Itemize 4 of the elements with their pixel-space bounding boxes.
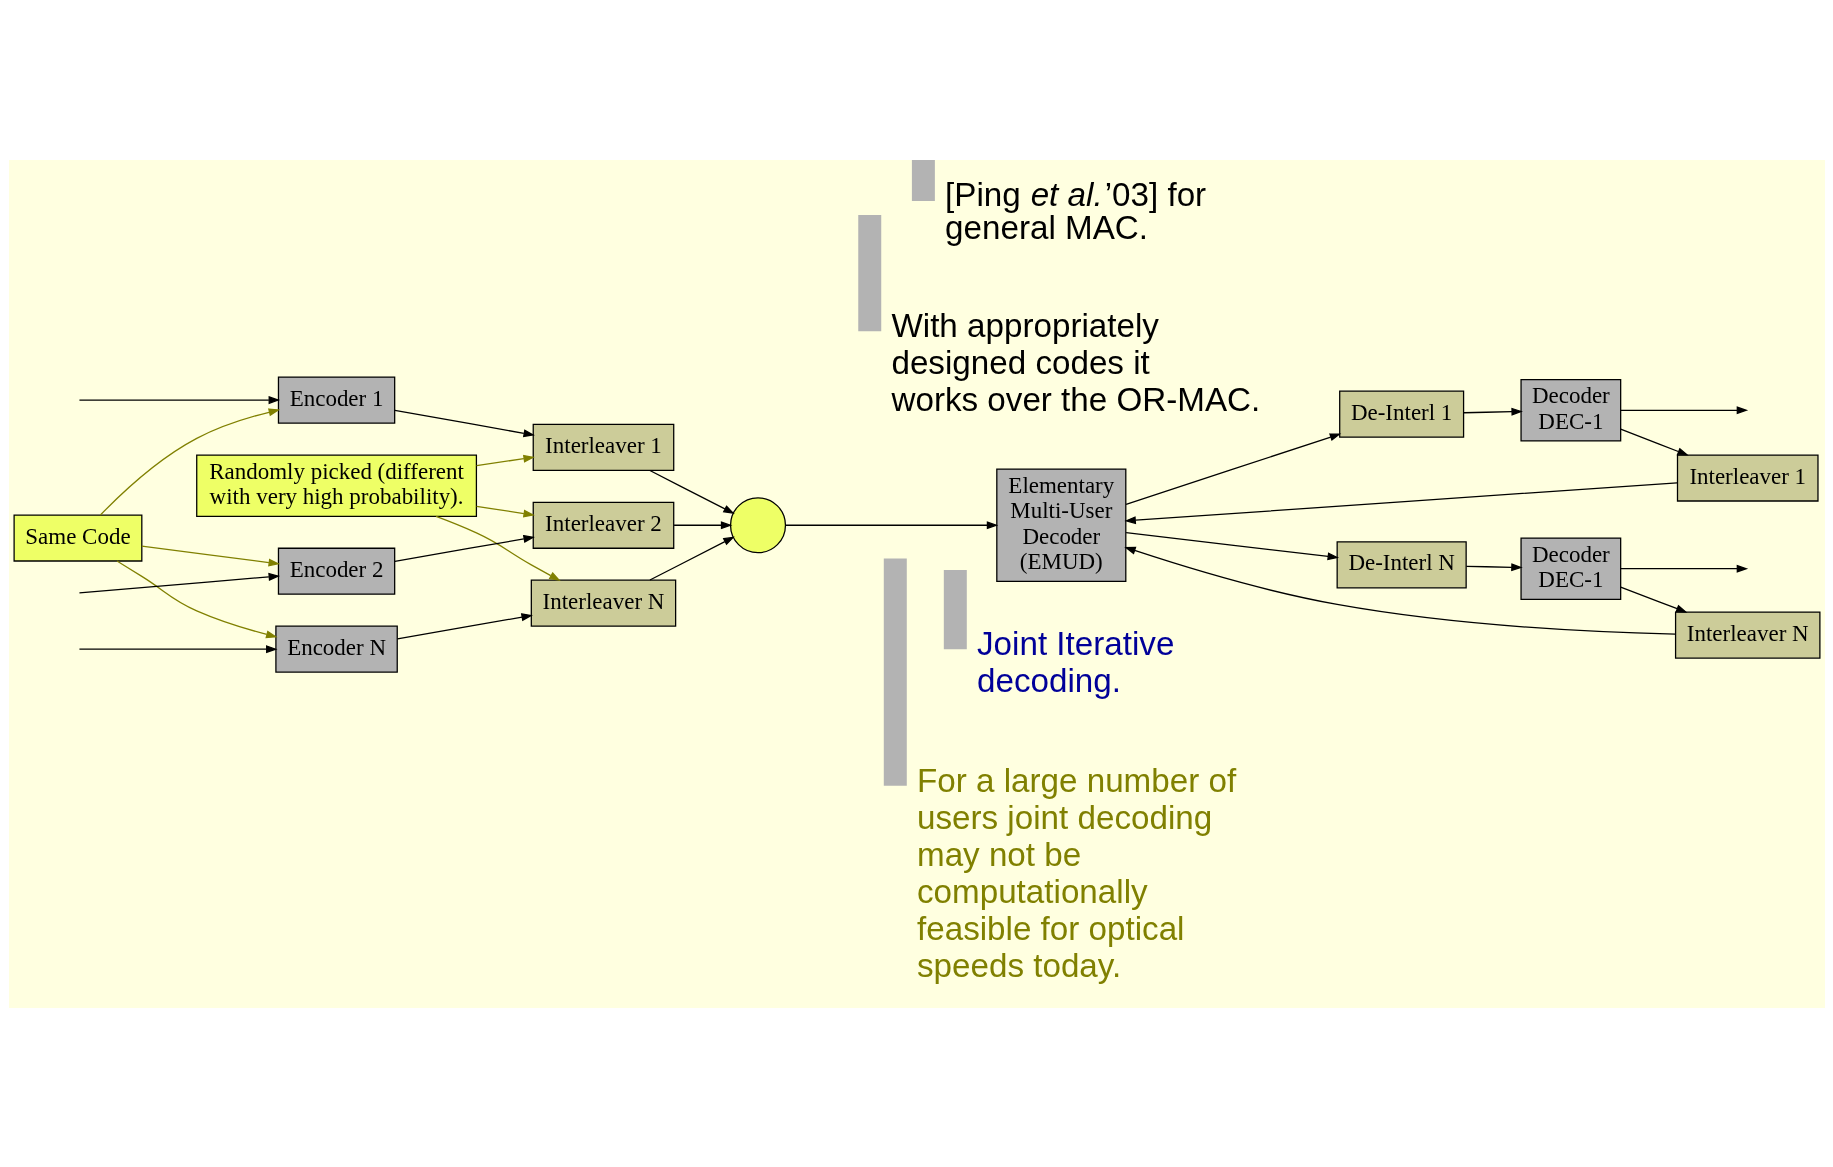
label: With appropriately designed codes it works over the OR-MAC. [890,306,1260,418]
label: Joint Iterative decoding. [976,624,1174,699]
label: [Ping et al.’03] for general MAC. [944,175,1206,246]
label: For a large number of users joint decoding may not be computationally feasible for optical speeds today. [916,761,1236,984]
